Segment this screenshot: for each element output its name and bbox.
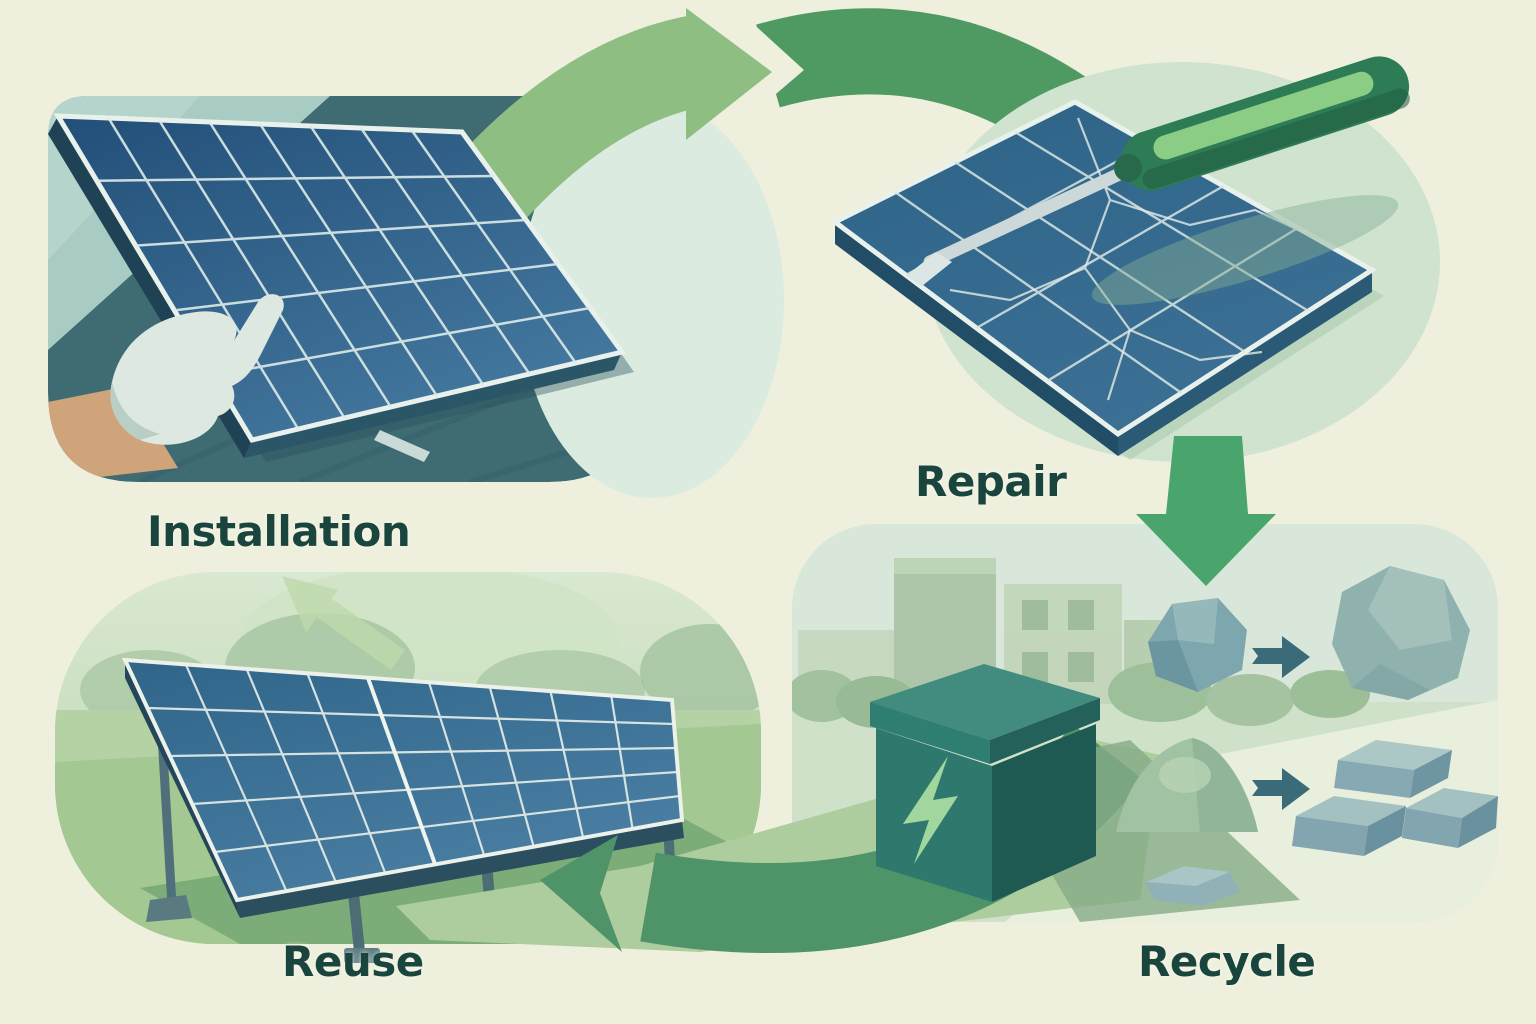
screwdriver-handle [1120, 56, 1410, 191]
battery-lid-front [870, 702, 990, 764]
screwdriver-icon [906, 56, 1410, 305]
panel-grid [147, 663, 681, 892]
panel-edge [835, 222, 1118, 456]
pole-foot [146, 895, 192, 922]
forearm [48, 386, 178, 482]
panel-edge [244, 352, 622, 458]
screwdriver-shaft [923, 163, 1135, 269]
flat-stone-icon [1146, 866, 1240, 906]
lightning-bolt-icon [903, 756, 958, 864]
panel-edge [237, 820, 684, 918]
installation-panel-group [48, 113, 634, 482]
boulder-icon [1332, 566, 1470, 700]
cycle-arrow-light-head [686, 8, 772, 140]
recycle-materials [1116, 566, 1498, 906]
glove-shade [110, 382, 160, 440]
crack-lines [949, 117, 1321, 401]
panel-grid [96, 117, 591, 430]
glove-hand-icon [110, 294, 284, 445]
installer-hand [48, 294, 284, 482]
ingot-stack-icon [1292, 740, 1498, 856]
screwdriver-tip [906, 252, 952, 286]
battery-lid-side [990, 698, 1100, 764]
reuse-to-installation-arrow-icon [282, 576, 405, 670]
screwdriver-collar [1114, 154, 1142, 182]
installation-backdrop-blob [520, 102, 784, 498]
leg-foot [344, 948, 380, 963]
screwdriver-shadow [1091, 195, 1399, 305]
panel-grid [894, 130, 1310, 394]
panel-seam [366, 677, 437, 865]
repair-to-recycle-arrow-icon [1136, 436, 1276, 586]
battery-side [992, 724, 1096, 902]
arrow-tail-notch [736, 8, 804, 128]
mount-bracket [374, 430, 430, 462]
stage-label-reuse: Reuse [282, 937, 424, 986]
panel-edge [1118, 270, 1372, 456]
battery-lid [870, 664, 1100, 740]
silicon-mound-icon [1116, 738, 1258, 832]
battery-icon [870, 664, 1100, 902]
repair-scene [830, 56, 1440, 462]
reuse-solar-array-icon [121, 657, 688, 963]
raw-rock-icon [1148, 598, 1247, 692]
stage-label-installation: Installation [147, 507, 411, 556]
transform-arrow-icon [1252, 768, 1310, 810]
stage-label-recycle: Recycle [1138, 937, 1316, 986]
transform-arrow-icon [1252, 636, 1310, 678]
stage-label-repair: Repair [915, 457, 1067, 506]
cracked-solar-panel-icon [830, 99, 1377, 438]
